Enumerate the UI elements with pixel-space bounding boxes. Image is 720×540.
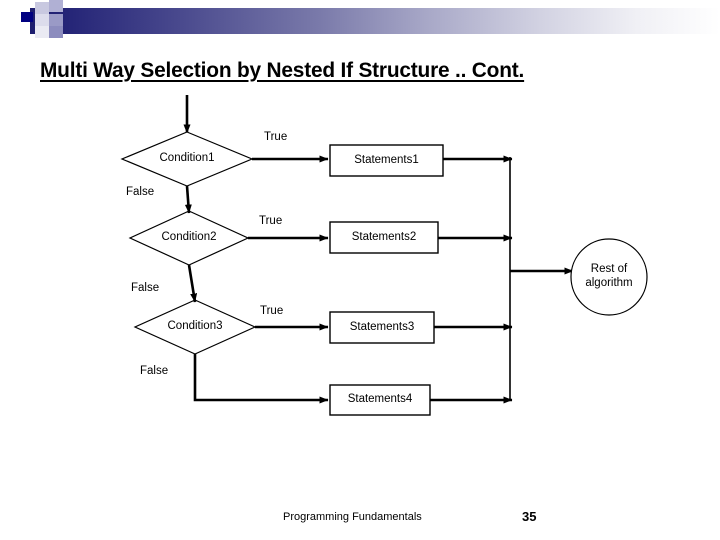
edge-label-true-1: True [264,131,288,143]
process-statements3-shape [329,311,435,344]
square-dark-small [21,12,33,22]
edge-label-true-2: True [259,215,283,227]
false-connector-2 [187,264,198,303]
square-light-upper [35,2,49,14]
edge-label-false-1: False [126,186,155,198]
header-decoration-band [0,0,720,46]
edge-label-false-3: False [140,365,169,377]
terminal-rest-of-algorithm-shape [570,238,648,316]
page-title: Multi Way Selection by Nested If Structu… [40,58,525,82]
square-mid-mid [49,14,63,26]
process-statements1-shape [329,144,444,177]
square-mid-low [49,26,63,38]
decision-condition2-label: Condition2 [161,231,217,243]
square-mid-upper [49,0,63,12]
false-connector-3 [193,354,329,404]
terminal-label-line2: algorithm [585,277,633,289]
edge-label-true-3: True [260,305,284,317]
page-number: 35 [522,509,537,524]
process-statements1-label: Statements1 [354,154,419,166]
decision-condition1-label: Condition1 [159,152,215,164]
square-light-low [35,26,49,38]
process-statements3-label: Statements3 [349,321,415,333]
decision-condition3-label: Condition3 [167,320,223,332]
square-light-mid [35,14,49,26]
process-statements2-shape [329,221,439,254]
footer-course-name: Programming Fundamentals [283,511,422,523]
edge-label-false-2: False [131,282,160,294]
false-connector-1 [184,185,192,214]
header-gradient-bar [30,8,720,34]
terminal-label-line1: Rest of [590,263,628,275]
process-statements4-label: Statements4 [347,393,413,405]
process-statements2-label: Statements2 [351,231,417,243]
